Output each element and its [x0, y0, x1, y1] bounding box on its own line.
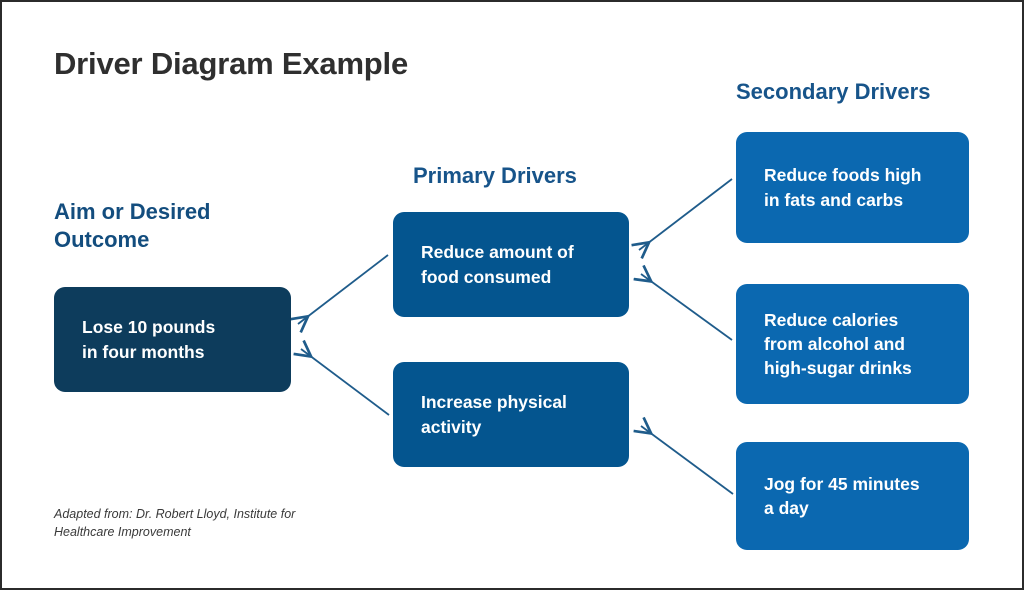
aim-column-heading: Aim or Desired Outcome — [54, 199, 211, 252]
connector-secondary-1-to-primary-1 — [639, 178, 733, 250]
primary-driver-node-1-label: Reduce amount of food consumed — [421, 242, 574, 287]
secondary-driver-node-1[interactable]: Reduce foods high in fats and carbs — [736, 132, 969, 243]
secondary-driver-node-1-label: Reduce foods high in fats and carbs — [764, 165, 922, 210]
connector-primary-2-to-aim — [301, 349, 390, 416]
secondary-driver-node-2-label: Reduce calories from alcohol and high-su… — [764, 309, 912, 379]
secondary-driver-node-3-label: Jog for 45 minutes a day — [764, 473, 920, 518]
primary-drivers-column-heading: Primary Drivers — [413, 163, 577, 188]
aim-node-label: Lose 10 pounds in four months — [82, 317, 216, 362]
secondary-drivers-column-heading: Secondary Drivers — [736, 79, 931, 104]
connector-secondary-2-to-primary-1 — [641, 274, 733, 341]
secondary-driver-node-3[interactable]: Jog for 45 minutes a day — [736, 442, 969, 550]
primary-driver-node-2-label: Increase physical activity — [421, 392, 567, 437]
primary-driver-node-2[interactable]: Increase physical activity — [393, 362, 629, 467]
page-title: Driver Diagram Example — [54, 46, 408, 81]
primary-driver-node-1[interactable]: Reduce amount of food consumed — [393, 212, 629, 317]
attribution-text: Adapted from: Dr. Robert Lloyd, Institut… — [54, 507, 296, 540]
aim-node[interactable]: Lose 10 pounds in four months — [54, 287, 291, 392]
secondary-driver-node-2[interactable]: Reduce calories from alcohol and high-su… — [736, 284, 969, 404]
connector-primary-1-to-aim — [298, 254, 389, 324]
connector-secondary-3-to-primary-2 — [641, 426, 734, 495]
